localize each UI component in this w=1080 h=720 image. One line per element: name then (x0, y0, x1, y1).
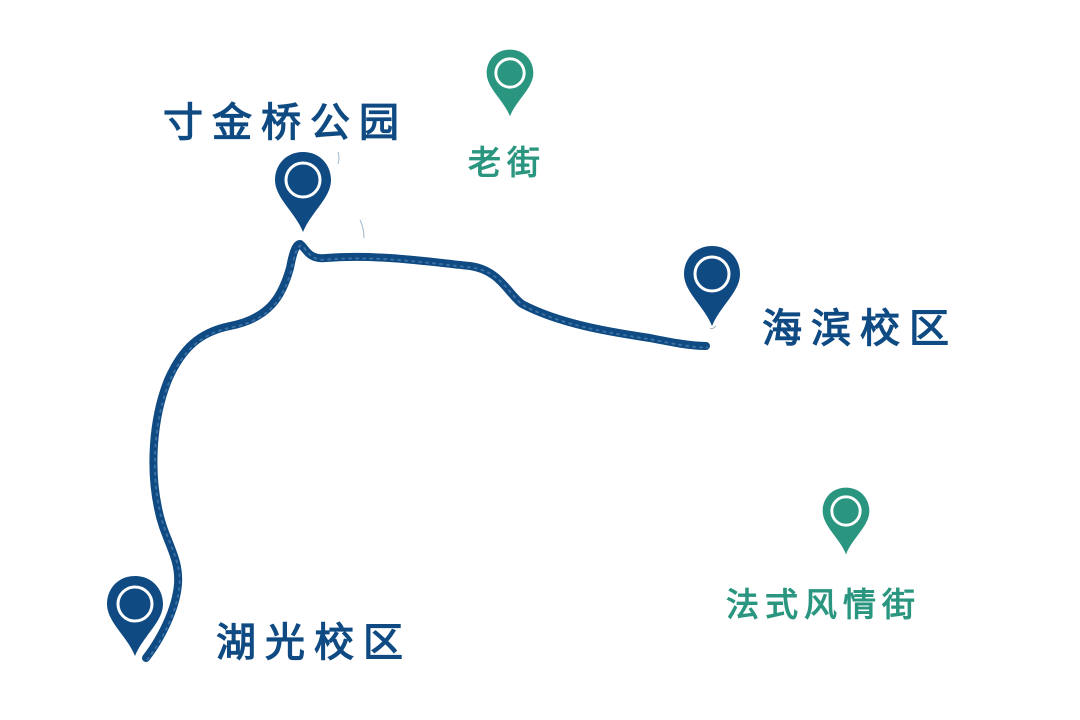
map-pin-icon (684, 246, 740, 326)
route-line-shadow (146, 244, 709, 661)
place-label-huguang: 湖光校区 (216, 620, 412, 666)
place-label-haibin: 海滨校区 (762, 306, 958, 352)
place-label-laojie: 老街 (468, 143, 546, 182)
pin-huguang[interactable] (105, 574, 165, 658)
map-pin-icon (107, 576, 163, 656)
map-pin-icon (822, 487, 870, 555)
pin-cunjinqiao[interactable] (273, 150, 333, 234)
pin-laojie[interactable] (483, 48, 537, 118)
map-pin-icon (275, 152, 331, 232)
place-label-cunjinqiao: 寸金桥公园 (163, 100, 408, 146)
pin-fashi[interactable] (819, 486, 873, 556)
place-label-fashi: 法式风情街 (726, 585, 921, 624)
pin-haibin[interactable] (682, 244, 742, 328)
stray-mark (709, 325, 717, 330)
map-pin-icon (486, 49, 534, 117)
stray-mark (359, 219, 365, 239)
route-line (142, 240, 710, 662)
stray-mark (337, 151, 340, 165)
